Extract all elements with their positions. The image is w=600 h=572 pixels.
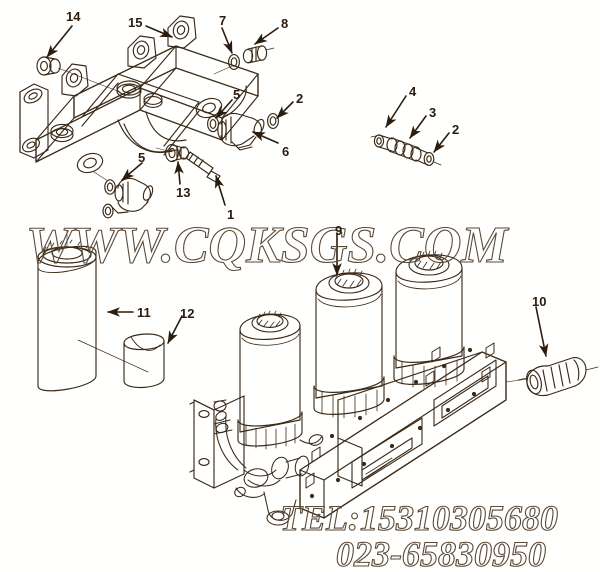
callout-label-11: 11 (137, 305, 151, 320)
part-6-elbow (217, 112, 265, 151)
callout-arrow-6 (252, 131, 279, 144)
callout-label-7: 7 (219, 13, 227, 28)
callout-arrow-7 (221, 27, 233, 54)
callout-arrow-3 (409, 115, 427, 139)
watermark-website-text: WWW.CQKSGS.COM (26, 217, 509, 274)
watermark-tel-line2: 023-65830950 (336, 534, 546, 572)
callout-arrow-15 (145, 25, 173, 38)
callout-label-2: 2 (296, 91, 304, 106)
callout-label-1: 1 (227, 207, 235, 222)
filter-manifold-assembly (189, 250, 507, 526)
part-13-plug (165, 143, 190, 163)
callout-label-9: 9 (335, 223, 343, 238)
callout-label-15: 15 (128, 15, 143, 30)
part-union-assembly (370, 134, 442, 166)
watermark-website: WWW.CQKSGS.COM (26, 216, 510, 274)
watermark-tel-line1: TEL:15310305680 (280, 498, 558, 538)
manifold-plumbing (213, 399, 324, 526)
part-5-oring-lower (104, 179, 116, 195)
watermark-phone: TEL:15310305680 023-65830950 (280, 497, 559, 572)
callout-arrow-1 (214, 175, 226, 206)
part-8-connector (242, 45, 275, 64)
callout-label-14: 14 (66, 9, 81, 24)
callout-label-2b: 2 (452, 122, 460, 137)
part-14-bushing (36, 56, 61, 76)
callout-arrow-2 (276, 101, 294, 119)
callout-label-4: 4 (409, 84, 417, 99)
callout-label-3: 3 (429, 105, 437, 120)
part-1-capscrew (185, 151, 221, 183)
callout-arrow-13 (174, 161, 184, 185)
callout-arrow-14 (46, 25, 73, 58)
part-7-oring (228, 54, 240, 70)
callout-arrow-5b (121, 162, 143, 181)
callout-label-6: 6 (282, 144, 290, 159)
callout-label-5b: 5 (138, 150, 146, 165)
part-10-threaded-plug (517, 357, 599, 397)
callout-arrow-12 (167, 315, 183, 344)
filter-bowl-left (237, 310, 303, 450)
filter-bowl-middle (313, 268, 385, 419)
callout-label-5: 5 (233, 87, 241, 102)
callout-label-13: 13 (176, 185, 191, 200)
manifold-block (299, 342, 507, 519)
callout-label-8: 8 (281, 16, 289, 31)
callout-arrow-5 (215, 99, 233, 119)
callout-arrow-4 (385, 95, 407, 128)
callout-label-10: 10 (532, 294, 547, 309)
callout-arrow-10 (535, 306, 549, 357)
callout-arrow-8 (254, 27, 279, 45)
part-5-oring-upper (207, 115, 219, 133)
callout-arrow-2b (433, 132, 450, 153)
part-lower-elbow (102, 177, 154, 219)
part-12-band (123, 333, 165, 388)
part-2-oring-right (267, 113, 279, 129)
filter-bowl-right (393, 250, 465, 389)
callout-label-12: 12 (180, 306, 195, 321)
manifold-mount-flange (189, 395, 245, 489)
